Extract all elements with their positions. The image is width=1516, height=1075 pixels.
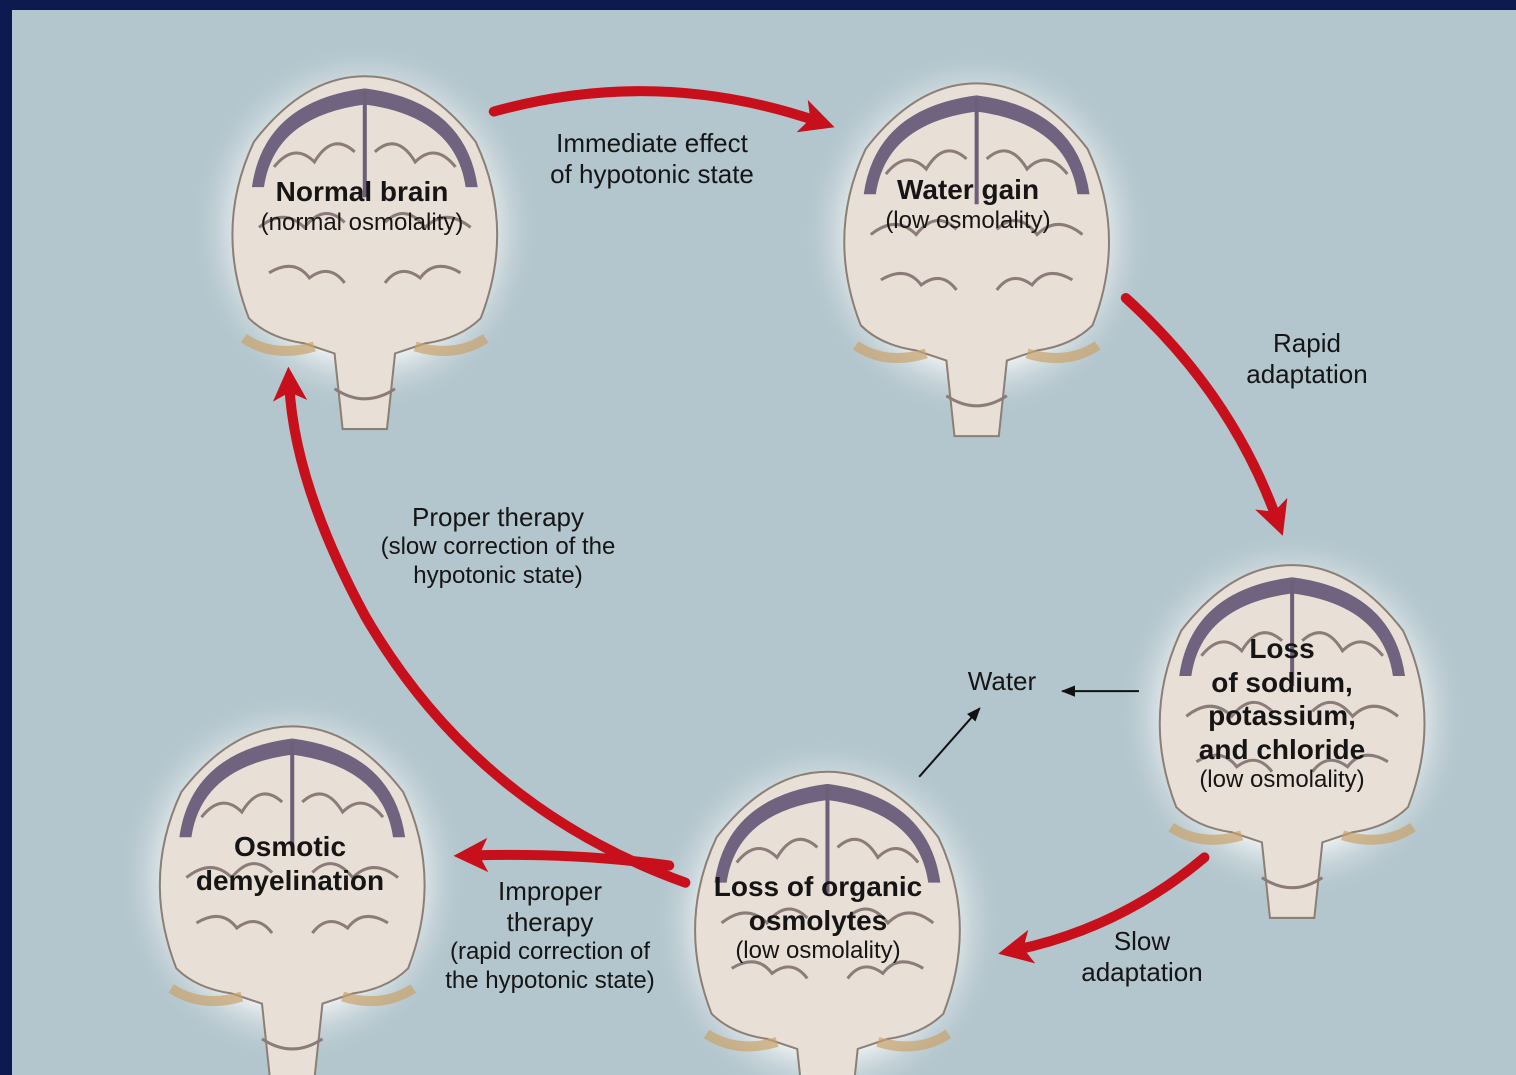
loss-organic-title-2: osmolytes [668,904,968,938]
loss-ions-title-1: Loss [1132,632,1432,666]
loss-ions-sub: (low osmolality) [1132,766,1432,795]
water-gain-label: Water gain (low osmolality) [818,173,1118,235]
loss-ions-title-4: and chloride [1132,733,1432,767]
proper-line-2: (slow correction of the [348,533,648,562]
loss-organic-label: Loss of organic osmolytes (low osmolalit… [668,870,968,966]
improper-therapy-label: Improper therapy (rapid correction of th… [400,876,700,996]
loss-ions-label: Loss of sodium, potassium, and chloride … [1132,632,1432,795]
brain-water-gain [800,48,1153,436]
normal-brain-title: Normal brain [212,175,512,209]
slow-adaptation-label: Slow adaptation [1042,926,1242,988]
improper-line-2: therapy [400,907,700,938]
water-text: Water [952,666,1052,697]
water-gain-title: Water gain [818,173,1118,207]
loss-organic-title-1: Loss of organic [668,870,968,904]
slow-line-1: Slow [1042,926,1242,957]
loss-ions-title-3: potassium, [1132,699,1432,733]
slow-line-2: adaptation [1042,957,1242,988]
proper-therapy-label: Proper therapy (slow correction of the h… [348,502,648,591]
immediate-line-2: of hypotonic state [502,159,802,190]
water-label: Water [952,666,1052,697]
water-gain-sub: (low osmolality) [818,207,1118,236]
immediate-effect-label: Immediate effect of hypotonic state [502,128,802,190]
demyelination-title-2: demyelination [140,864,440,898]
diagram-panel: Normal brain (normal osmolality) Water g… [12,10,1516,1075]
arrow-water-out-organic [919,708,979,777]
immediate-line-1: Immediate effect [502,128,802,159]
improper-line-1: Improper [400,876,700,907]
proper-line-1: Proper therapy [348,502,648,533]
rapid-line-2: adaptation [1207,359,1407,390]
arrow-immediate [494,91,819,121]
loss-ions-title-2: of sodium, [1132,666,1432,700]
improper-line-3: (rapid correction of [400,938,700,967]
arrow-improper-therapy [471,855,670,866]
rapid-line-1: Rapid [1207,328,1407,359]
proper-line-3: hypotonic state) [348,562,648,591]
rapid-adaptation-label: Rapid adaptation [1207,328,1407,390]
improper-line-4: the hypotonic state) [400,967,700,996]
loss-organic-sub: (low osmolality) [668,937,968,966]
demyelination-title-1: Osmotic [140,830,440,864]
demyelination-label: Osmotic demyelination [140,830,440,897]
normal-brain-label: Normal brain (normal osmolality) [212,175,512,237]
normal-brain-sub: (normal osmolality) [212,209,512,238]
